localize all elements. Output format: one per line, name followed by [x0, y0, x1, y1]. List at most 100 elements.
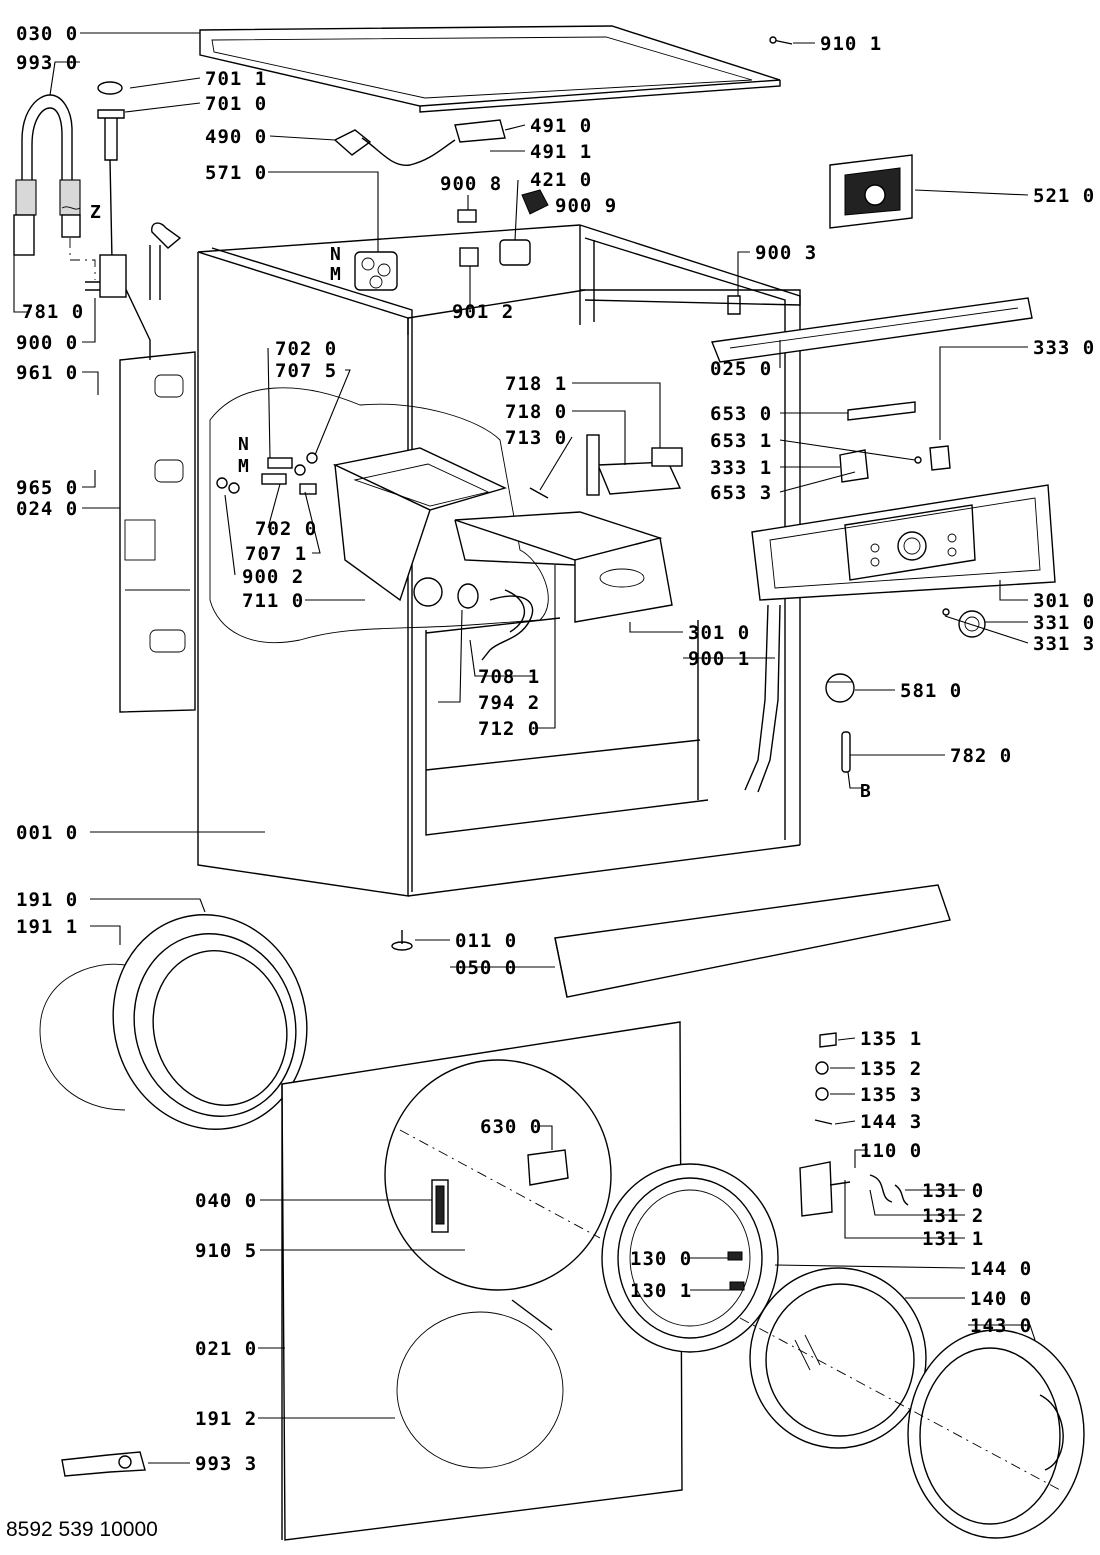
door-lock-part: [431, 1149, 569, 1331]
callout-653-0: 653 0: [710, 403, 772, 425]
door-seal-part: [39, 914, 308, 1130]
callout-702-0-lower: 702 0: [255, 518, 317, 540]
callout-708-1: 708 1: [478, 666, 540, 688]
detergent-drawer-part: [454, 434, 683, 623]
cabinet-frame-part: [197, 224, 801, 897]
callout-910-5: 910 5: [195, 1240, 257, 1262]
document-number: 8592 539 10000: [6, 1518, 158, 1541]
front-panel-part: [281, 1021, 683, 1541]
program-knob-part: [942, 608, 986, 638]
callout-782-0: 782 0: [950, 745, 1012, 767]
callout-711-0: 711 0: [242, 590, 304, 612]
callout-191-0: 191 0: [16, 889, 78, 911]
callout-301-0-panel: 301 0: [1033, 590, 1095, 612]
electronic-module-part: [829, 154, 913, 229]
callout-191-1: 191 1: [16, 916, 78, 938]
callout-701-1: 701 1: [205, 68, 267, 90]
top-lid-part: [199, 25, 781, 113]
connection-letters: N M N M Z B: [90, 202, 871, 802]
interference-filter-part: [457, 189, 549, 267]
callout-135-3: 135 3: [860, 1084, 922, 1106]
callout-040-0: 040 0: [195, 1190, 257, 1212]
callout-900-1: 900 1: [688, 648, 750, 670]
callout-130-1: 130 1: [630, 1280, 692, 1302]
back-panel-part: [119, 351, 196, 713]
callout-135-1: 135 1: [860, 1028, 922, 1050]
callout-581-0: 581 0: [900, 680, 962, 702]
callout-571-0: 571 0: [205, 162, 267, 184]
callout-707-5: 707 5: [275, 360, 337, 382]
adjustable-foot-part: [391, 930, 413, 951]
callout-143-0: 143 0: [970, 1315, 1032, 1337]
callout-011-0: 011 0: [455, 930, 517, 952]
letter-n-lower: N: [238, 434, 249, 455]
callout-131-1: 131 1: [922, 1228, 984, 1250]
callout-021-0: 021 0: [195, 1338, 257, 1360]
pressure-tube-part: [841, 731, 851, 773]
letter-m-upper: M: [330, 264, 341, 285]
callout-333-1: 333 1: [710, 457, 772, 479]
wrench-tool-part: [61, 1451, 146, 1477]
callout-331-0: 331 0: [1033, 612, 1095, 634]
dispenser-housing-part: [332, 447, 507, 607]
callout-718-0: 718 0: [505, 401, 567, 423]
callout-135-2: 135 2: [860, 1058, 922, 1080]
callout-130-0: 130 0: [630, 1248, 692, 1270]
callout-191-2: 191 2: [195, 1408, 257, 1430]
callout-993-3: 993 3: [195, 1453, 257, 1475]
letter-b: B: [860, 781, 871, 802]
callout-993-0: 993 0: [16, 52, 78, 74]
callout-712-0: 712 0: [478, 718, 540, 740]
selector-parts: [839, 401, 951, 483]
leader-lines: [13, 32, 1036, 1464]
inlet-hose-part: [13, 94, 96, 280]
valve-bracket-part: [85, 222, 182, 300]
callout-901-2: 901 2: [452, 301, 514, 323]
wiring-harness-part: [744, 604, 781, 793]
callout-900-0: 900 0: [16, 332, 78, 354]
door-handle-part: [799, 1032, 909, 1217]
callout-965-0: 965 0: [16, 477, 78, 499]
callout-001-0: 001 0: [16, 822, 78, 844]
callout-900-8: 900 8: [440, 173, 502, 195]
callout-900-9: 900 9: [555, 195, 617, 217]
mains-cable-part: [333, 119, 506, 166]
callout-025-0: 025 0: [710, 358, 772, 380]
part-callouts: 030 0 993 0 701 1 701 0 490 0 571 0 910 …: [16, 23, 1095, 1475]
callout-110-0: 110 0: [860, 1140, 922, 1162]
callout-521-0: 521 0: [1033, 185, 1095, 207]
callout-910-1: 910 1: [820, 33, 882, 55]
callout-030-0: 030 0: [16, 23, 78, 45]
callout-331-3: 331 3: [1033, 633, 1095, 655]
callout-491-1: 491 1: [530, 141, 592, 163]
callout-653-1: 653 1: [710, 430, 772, 452]
callout-131-0: 131 0: [922, 1180, 984, 1202]
callout-140-0: 140 0: [970, 1288, 1032, 1310]
pressure-chamber-part: [97, 81, 151, 360]
letter-n-upper: N: [330, 244, 341, 265]
control-panel-part: [751, 484, 1056, 601]
callout-144-0: 144 0: [970, 1258, 1032, 1280]
callout-707-1: 707 1: [245, 543, 307, 565]
door-glass-part: [749, 1267, 927, 1449]
valve-nozzle-parts: [216, 452, 318, 495]
callout-050-0: 050 0: [455, 957, 517, 979]
callout-653-3: 653 3: [710, 482, 772, 504]
callout-702-0-upper: 702 0: [275, 338, 337, 360]
callout-713-0: 713 0: [505, 427, 567, 449]
drain-bellows-part: [457, 583, 534, 661]
callout-961-0: 961 0: [16, 362, 78, 384]
callout-421-0: 421 0: [530, 169, 592, 191]
callout-781-0: 781 0: [22, 301, 84, 323]
callout-301-0-drawer: 301 0: [688, 622, 750, 644]
callout-333-0: 333 0: [1033, 337, 1095, 359]
kickplate-part: [554, 884, 951, 998]
callout-131-2: 131 2: [922, 1205, 984, 1227]
callout-794-2: 794 2: [478, 692, 540, 714]
solenoid-valve-part: [354, 251, 398, 291]
callout-718-1: 718 1: [505, 373, 567, 395]
callout-701-0: 701 0: [205, 93, 267, 115]
callout-024-0: 024 0: [16, 498, 78, 520]
